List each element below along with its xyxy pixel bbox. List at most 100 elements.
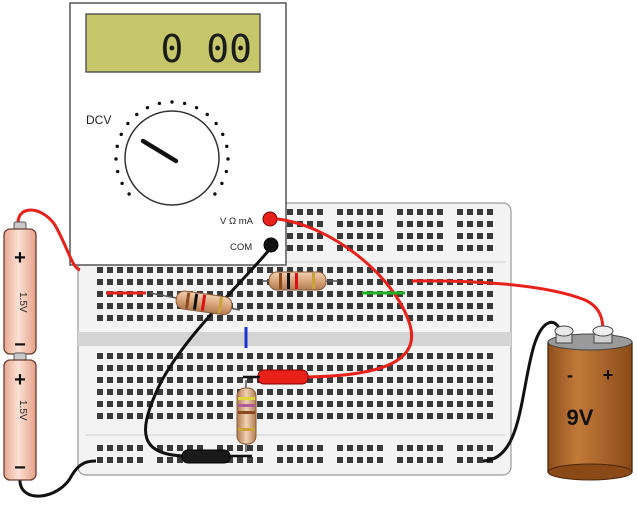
breadboard-hole xyxy=(437,413,443,419)
breadboard-hole xyxy=(157,389,163,395)
breadboard-hole xyxy=(207,389,213,395)
breadboard-hole xyxy=(127,303,133,309)
breadboard-hole xyxy=(287,209,293,215)
breadboard-hole xyxy=(337,245,343,251)
breadboard-hole xyxy=(97,291,103,297)
breadboard-hole xyxy=(97,267,103,273)
breadboard-hole xyxy=(267,401,273,407)
breadboard-hole xyxy=(467,303,473,309)
breadboard-hole xyxy=(417,401,423,407)
breadboard-hole xyxy=(217,279,223,285)
dial-tick xyxy=(221,132,225,137)
breadboard-hole xyxy=(337,413,343,419)
breadboard-hole xyxy=(167,389,173,395)
breadboard-hole xyxy=(487,389,493,395)
battery-bottom-plus: + xyxy=(14,369,26,391)
breadboard-hole xyxy=(327,279,333,285)
breadboard-hole xyxy=(187,267,193,273)
breadboard-hole xyxy=(287,291,293,297)
breadboard-hole xyxy=(247,377,253,383)
breadboard-hole xyxy=(447,353,453,359)
breadboard-hole xyxy=(267,365,273,371)
breadboard-hole xyxy=(437,401,443,407)
breadboard-hole xyxy=(327,315,333,321)
breadboard-hole xyxy=(137,365,143,371)
breadboard-hole xyxy=(257,413,263,419)
breadboard-hole xyxy=(367,245,373,251)
breadboard-hole xyxy=(297,389,303,395)
breadboard-hole xyxy=(337,457,343,463)
breadboard-hole xyxy=(377,445,383,451)
breadboard-hole xyxy=(447,401,453,407)
breadboard-hole xyxy=(127,445,133,451)
breadboard-hole xyxy=(167,445,173,451)
breadboard-hole xyxy=(107,303,113,309)
battery-top-minus: − xyxy=(14,334,26,356)
breadboard-hole xyxy=(377,315,383,321)
breadboard-hole xyxy=(427,445,433,451)
breadboard-hole xyxy=(427,365,433,371)
breadboard-hole xyxy=(147,365,153,371)
breadboard-hole xyxy=(217,377,223,383)
breadboard-hole xyxy=(417,233,423,239)
breadboard-hole xyxy=(317,315,323,321)
breadboard-hole xyxy=(167,279,173,285)
breadboard-hole xyxy=(137,389,143,395)
dial-tick xyxy=(126,121,130,126)
battery-9v-terminal-minus[interactable] xyxy=(554,325,574,344)
breadboard-hole xyxy=(467,209,473,215)
jack-label-com: COM xyxy=(230,242,252,253)
breadboard-hole xyxy=(487,315,493,321)
breadboard-hole xyxy=(227,377,233,383)
breadboard-hole xyxy=(117,267,123,273)
breadboard-hole xyxy=(237,365,243,371)
breadboard-hole xyxy=(407,291,413,297)
breadboard-hole xyxy=(317,353,323,359)
breadboard-hole xyxy=(317,245,323,251)
breadboard-hole xyxy=(407,365,413,371)
breadboard-hole xyxy=(407,377,413,383)
breadboard-hole xyxy=(387,377,393,383)
breadboard-hole xyxy=(377,303,383,309)
breadboard-hole xyxy=(307,233,313,239)
breadboard-hole xyxy=(487,445,493,451)
breadboard-hole xyxy=(477,233,483,239)
breadboard-hole xyxy=(237,353,243,359)
breadboard-hole xyxy=(227,267,233,273)
breadboard-hole xyxy=(187,413,193,419)
breadboard-hole xyxy=(207,353,213,359)
breadboard-hole xyxy=(347,315,353,321)
jack-com[interactable] xyxy=(263,237,279,253)
breadboard-hole xyxy=(137,315,143,321)
breadboard-hole xyxy=(317,401,323,407)
breadboard-hole xyxy=(267,303,273,309)
breadboard-hole xyxy=(357,279,363,285)
breadboard-hole xyxy=(347,377,353,383)
breadboard-hole xyxy=(307,413,313,419)
breadboard-hole xyxy=(247,353,253,359)
breadboard-hole xyxy=(97,413,103,419)
breadboard-hole xyxy=(317,291,323,297)
battery-9v-terminal-plus[interactable] xyxy=(592,325,614,344)
breadboard-hole xyxy=(147,267,153,273)
breadboard-hole xyxy=(287,315,293,321)
breadboard-hole xyxy=(207,315,213,321)
breadboard-hole xyxy=(437,303,443,309)
breadboard-hole xyxy=(157,267,163,273)
dial-tick xyxy=(115,144,119,149)
breadboard-hole xyxy=(197,353,203,359)
breadboard-hole xyxy=(107,413,113,419)
breadboard-hole xyxy=(307,377,313,383)
breadboard-hole xyxy=(297,457,303,463)
breadboard-hole xyxy=(97,377,103,383)
breadboard-hole xyxy=(167,315,173,321)
breadboard-hole xyxy=(417,457,423,463)
dial-tick xyxy=(205,112,209,117)
breadboard-hole xyxy=(417,377,423,383)
breadboard-hole xyxy=(367,209,373,215)
resistor-top xyxy=(268,271,327,291)
breadboard-hole xyxy=(197,267,203,273)
jack-vohm[interactable] xyxy=(262,211,278,227)
breadboard-hole xyxy=(407,209,413,215)
